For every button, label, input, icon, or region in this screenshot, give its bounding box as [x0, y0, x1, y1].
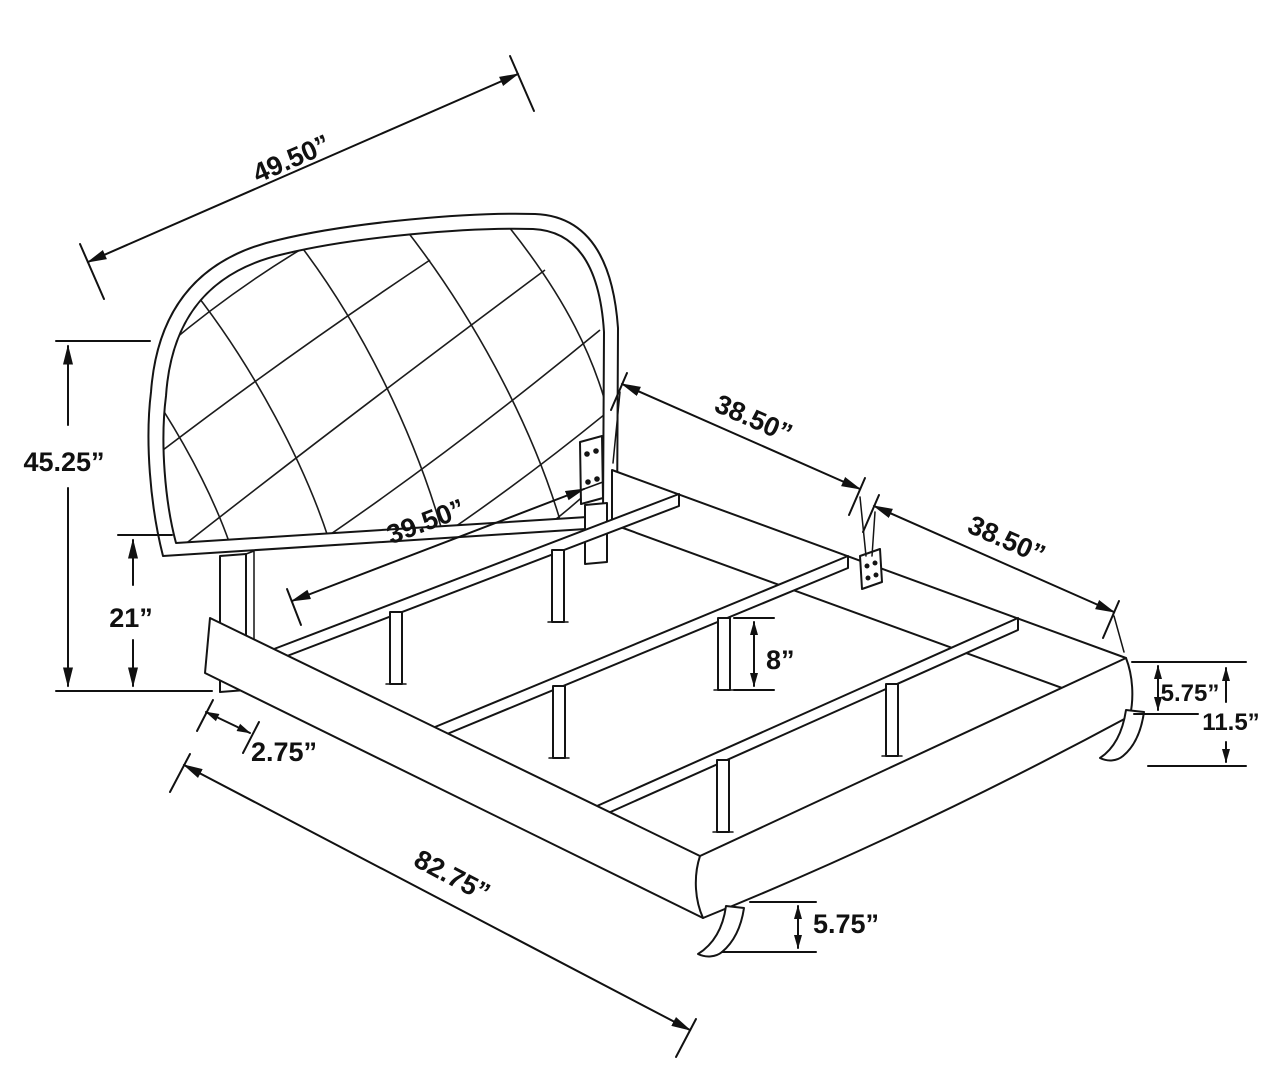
headboard-mounting-bracket [579, 435, 604, 505]
dim-footboard-rail-height: 5.75” [1131, 661, 1247, 715]
dim-label-headboard-leg-height: 21” [109, 603, 153, 633]
footboard-leg-front [697, 905, 745, 958]
dim-headboard-height: 45.25” [23, 340, 151, 688]
side-rail-back [611, 469, 1129, 713]
dim-footboard-total-height: 11.5” [1147, 667, 1260, 767]
dim-label-footboard-rail-height: 5.75” [1161, 680, 1220, 707]
footboard [694, 657, 1134, 919]
dim-side-rail-depth: 2.75” [196, 699, 317, 767]
dim-label-footboard-total-height: 11.5” [1202, 709, 1259, 736]
dim-label-rail-back-section: 38.50” [963, 510, 1049, 570]
slat-leg [552, 685, 566, 759]
dim-label-center-support-leg-height: 8” [766, 645, 795, 675]
dim-label-rail-front-section: 38.50” [710, 389, 796, 449]
rail-seam-bracket [859, 548, 883, 590]
dim-label-overall-length: 82.75” [409, 844, 495, 908]
footboard-leg-back [1099, 709, 1145, 762]
dim-label-headboard-width: 49.50” [248, 129, 334, 189]
dim-headboard-leg-height: 21” [109, 534, 173, 688]
slat-leg [717, 617, 731, 691]
dim-label-footboard-leg-height: 5.75” [813, 909, 879, 939]
slat-leg [716, 759, 730, 833]
slat-leg [551, 549, 565, 623]
dim-footboard-leg-height: 5.75” [721, 901, 879, 953]
slat-leg [389, 611, 403, 685]
dim-center-support-leg-height: 8” [733, 617, 795, 691]
headboard-outline [147, 212, 619, 557]
dim-label-side-rail-depth: 2.75” [251, 737, 317, 767]
dim-label-headboard-height: 45.25” [23, 447, 104, 477]
slat-leg [885, 683, 899, 757]
